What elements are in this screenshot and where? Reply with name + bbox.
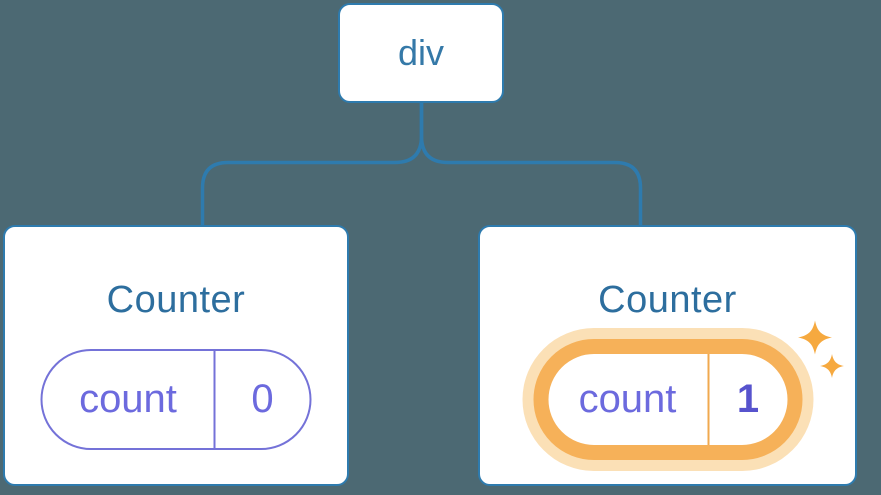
state-pill-right-key: count (548, 354, 709, 445)
state-value-label: 0 (251, 377, 274, 421)
sparkle-large-icon (798, 320, 832, 355)
sparkle-icon (798, 320, 844, 378)
state-key-label: count (79, 377, 177, 421)
state-pill-count-1-highlighted: count 1 (533, 339, 802, 460)
state-key-label: count (578, 377, 677, 421)
connector-left-branch (200, 102, 424, 226)
state-value-label: 1 (736, 377, 760, 421)
counter-card-left: Counter count 0 (3, 225, 349, 486)
connector-right-branch (419, 102, 643, 226)
state-pill-left-key: count (43, 351, 216, 448)
counter-card-right: Counter count 1 (478, 225, 857, 486)
counter-left-title: Counter (106, 279, 246, 321)
counter-right-title: Counter (598, 279, 737, 321)
state-pill-left-value: 0 (216, 351, 310, 448)
root-node-div: div (338, 3, 504, 103)
state-pill-count-0: count 0 (40, 349, 312, 450)
sparkle-small-icon (820, 354, 844, 378)
state-pill-right-value: 1 (709, 354, 787, 445)
root-node-label: div (397, 32, 445, 73)
